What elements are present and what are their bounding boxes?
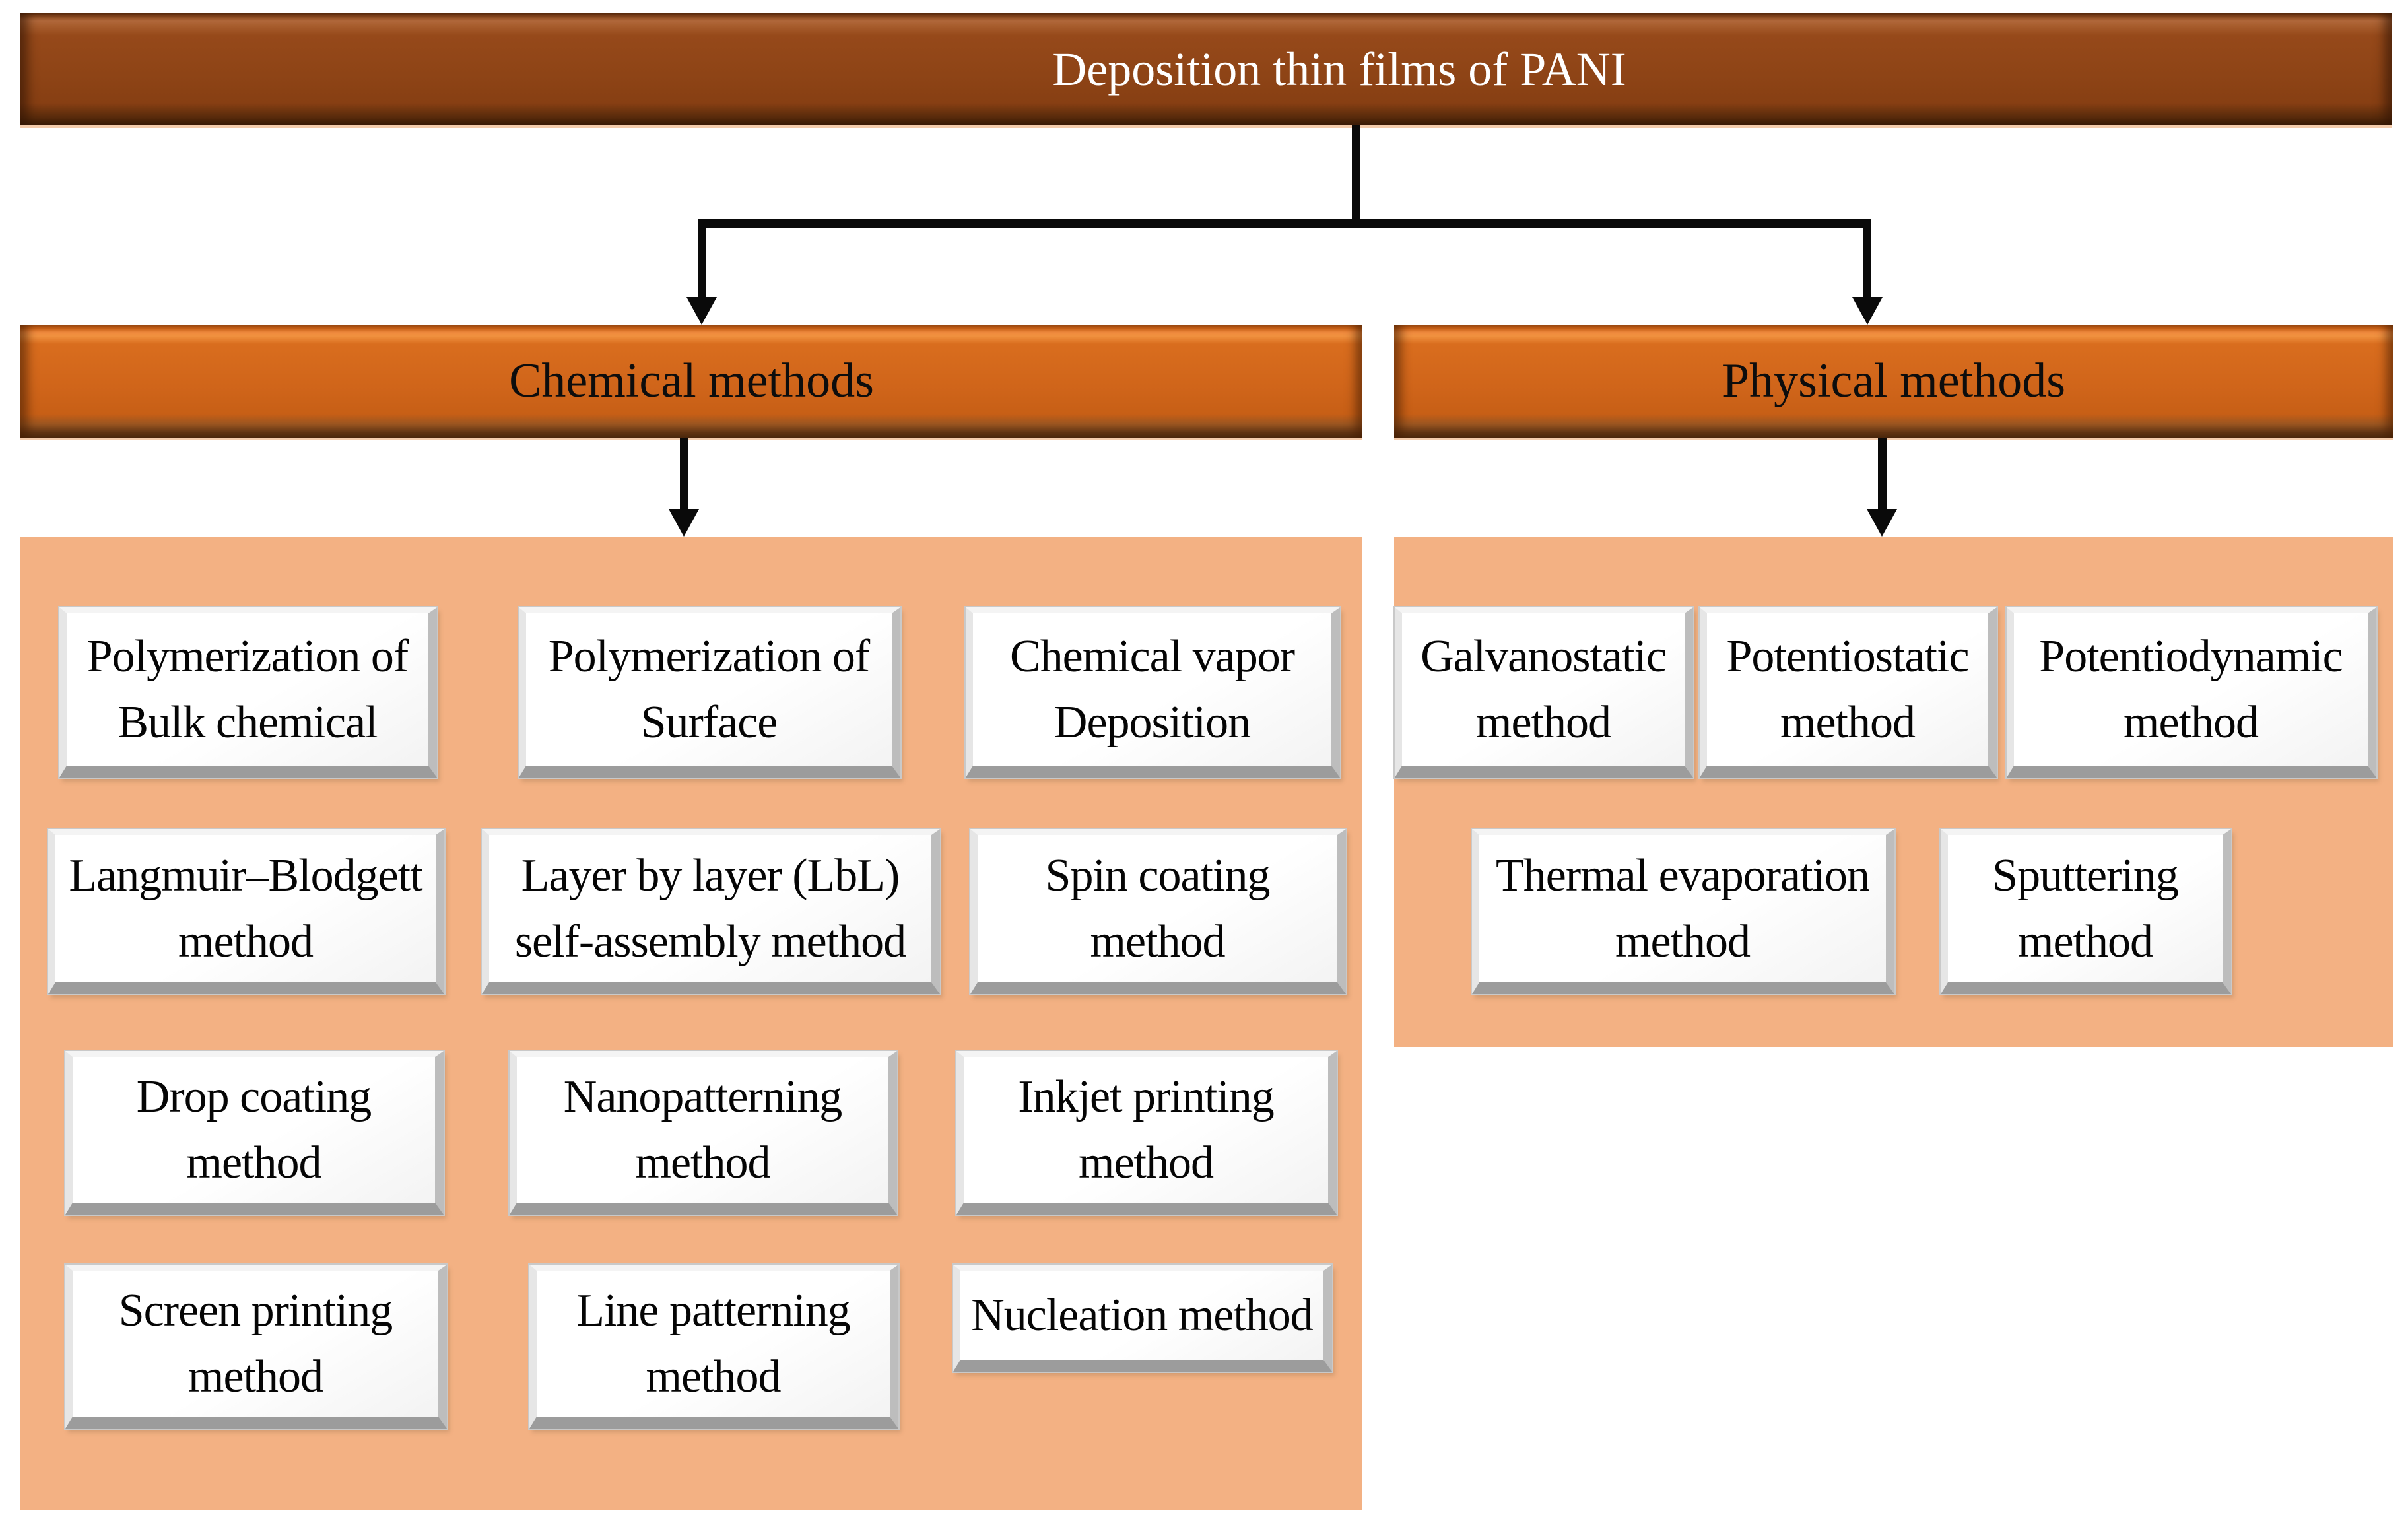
method-box-thermal-evaporation: Thermal evaporation method xyxy=(1472,829,1894,994)
method-label: Nucleation method xyxy=(971,1289,1314,1341)
method-box-surface-polymerization: Polymerization of Surface xyxy=(519,607,900,778)
physical-arrowhead-icon xyxy=(1867,509,1897,537)
chemical-methods-bar: Chemical methods xyxy=(20,325,1362,438)
method-label: Nanopatterning method xyxy=(563,1071,842,1188)
method-label: Potentiostatic method xyxy=(1726,631,1969,748)
method-label: Sputtering method xyxy=(1992,850,2179,967)
method-box-galvanostatic: Galvanostatic method xyxy=(1395,607,1693,778)
method-box-bulk-polymerization: Polymerization of Bulk chemical xyxy=(59,607,437,778)
connector-left-drop xyxy=(698,228,706,298)
method-box-sputtering: Sputtering method xyxy=(1941,829,2231,994)
method-label: Spin coating method xyxy=(1045,850,1271,967)
chemical-arrowhead-icon xyxy=(669,509,699,537)
method-box-potentiostatic: Potentiostatic method xyxy=(1700,607,1997,778)
chemical-arrow-stem xyxy=(680,438,688,512)
page-title: Deposition thin films of PANI xyxy=(1052,42,1626,96)
physical-arrow-stem xyxy=(1878,438,1887,512)
method-box-nucleation: Nucleation method xyxy=(953,1265,1332,1372)
physical-methods-label: Physical methods xyxy=(1722,354,2066,408)
method-label: Chemical vapor Deposition xyxy=(1009,631,1295,748)
method-box-chemical-vapor-deposition: Chemical vapor Deposition xyxy=(966,607,1340,778)
method-box-line-patterning: Line patterning method xyxy=(529,1265,898,1429)
method-box-screen-printing: Screen printing method xyxy=(65,1265,447,1429)
method-label: Thermal evaporation method xyxy=(1495,850,1870,967)
method-label: Polymerization of Surface xyxy=(548,631,871,748)
method-box-potentiodynamic: Potentiodynamic method xyxy=(2007,607,2376,778)
connector-horizontal-bar xyxy=(698,219,1871,228)
connector-right-drop xyxy=(1863,228,1871,298)
method-box-spin-coating: Spin coating method xyxy=(970,829,1346,994)
physical-methods-bar: Physical methods xyxy=(1394,325,2393,438)
chemical-methods-label: Chemical methods xyxy=(509,354,874,408)
method-box-langmuir-blodgett: Langmuir–Blodgett method xyxy=(48,829,444,994)
method-label: Layer by layer (LbL) self-assembly metho… xyxy=(514,850,906,967)
method-label: Langmuir–Blodgett method xyxy=(69,850,422,967)
method-box-drop-coating: Drop coating method xyxy=(65,1051,444,1215)
left-arrowhead-icon xyxy=(686,297,717,325)
method-label: Galvanostatic method xyxy=(1421,631,1667,748)
method-label: Polymerization of Bulk chemical xyxy=(86,631,409,748)
connector-title-stem xyxy=(1352,125,1360,219)
method-label: Drop coating method xyxy=(136,1071,372,1188)
method-box-layer-by-layer: Layer by layer (LbL) self-assembly metho… xyxy=(482,829,940,994)
method-label: Screen printing method xyxy=(118,1285,393,1402)
right-arrowhead-icon xyxy=(1852,297,1883,325)
method-box-nanopatterning: Nanopatterning method xyxy=(510,1051,897,1215)
method-box-inkjet-printing: Inkjet printing method xyxy=(956,1051,1337,1215)
title-bar: Deposition thin films of PANI xyxy=(20,13,2392,125)
method-label: Potentiodynamic method xyxy=(2039,631,2343,748)
method-label: Line patterning method xyxy=(576,1285,851,1402)
method-label: Inkjet printing method xyxy=(1018,1071,1274,1188)
